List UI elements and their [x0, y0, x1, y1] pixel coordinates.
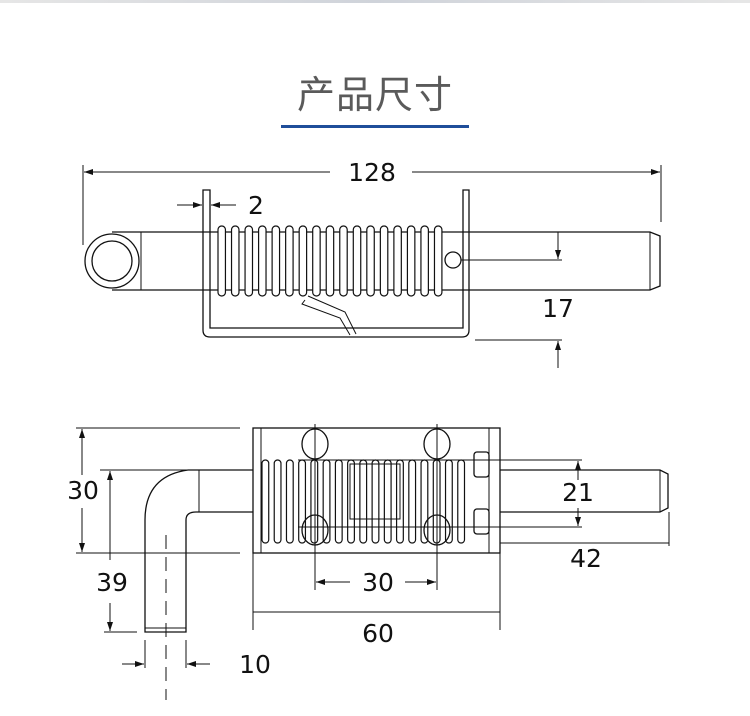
mounting-holes — [301, 424, 451, 590]
ring-handle — [84, 233, 140, 289]
dim-overall-length: 128 — [348, 158, 396, 187]
dim-handle-diameter: 10 — [239, 650, 271, 679]
spring-coil — [433, 225, 443, 297]
spring-coil — [261, 459, 270, 544]
dim-bracket-thickness: 2 — [248, 191, 264, 220]
bottom-view: 30 39 10 — [67, 424, 670, 700]
bracket — [202, 189, 470, 338]
spring-coil — [347, 459, 355, 544]
spring-coil — [334, 459, 343, 544]
spring-coil — [359, 459, 368, 544]
spring-coil — [285, 459, 294, 544]
dim-body-length: 60 — [362, 619, 394, 648]
l-handle — [144, 469, 253, 633]
spring-coil — [244, 225, 254, 297]
top-view: 128 2 17 — [82, 158, 662, 368]
top-border — [0, 0, 750, 3]
spring-coil — [310, 459, 319, 544]
dim-body-height: 30 — [67, 476, 99, 505]
spring-coil — [408, 459, 417, 544]
spring-coil — [352, 225, 362, 297]
page-title: 产品尺寸 — [296, 73, 453, 117]
dim-handle-height: 39 — [96, 568, 128, 597]
spring-coil — [230, 225, 240, 297]
spring-coil — [285, 225, 294, 297]
spring-coil — [298, 225, 308, 297]
spring-coil — [444, 459, 453, 544]
spring-coil — [322, 459, 331, 544]
dim-pin-extension: 42 — [570, 544, 602, 573]
latch-body — [252, 427, 501, 554]
dim-hole-spacing-vertical: 21 — [562, 478, 594, 507]
pin-hole — [444, 251, 462, 269]
spring-coil — [273, 459, 282, 544]
spring-coil — [325, 225, 335, 297]
spring-coil — [217, 225, 227, 297]
spring-coil — [379, 225, 389, 297]
spring-coil — [371, 459, 380, 544]
spring-coil — [457, 459, 466, 544]
spring-coil — [339, 225, 348, 297]
dim-pin-offset: 17 — [542, 294, 574, 323]
spring — [261, 459, 466, 544]
spring-coil — [312, 225, 321, 297]
spring-coil — [271, 225, 281, 297]
spring-coil — [366, 225, 375, 297]
spring-coil — [406, 225, 416, 297]
spring-coil — [420, 225, 429, 297]
spring — [217, 225, 443, 297]
title-underline — [281, 125, 469, 128]
spring-coil — [383, 459, 392, 544]
spring-coil — [393, 225, 402, 297]
dim-hole-spacing-horizontal: 30 — [362, 568, 394, 597]
spring-coil — [257, 225, 267, 297]
